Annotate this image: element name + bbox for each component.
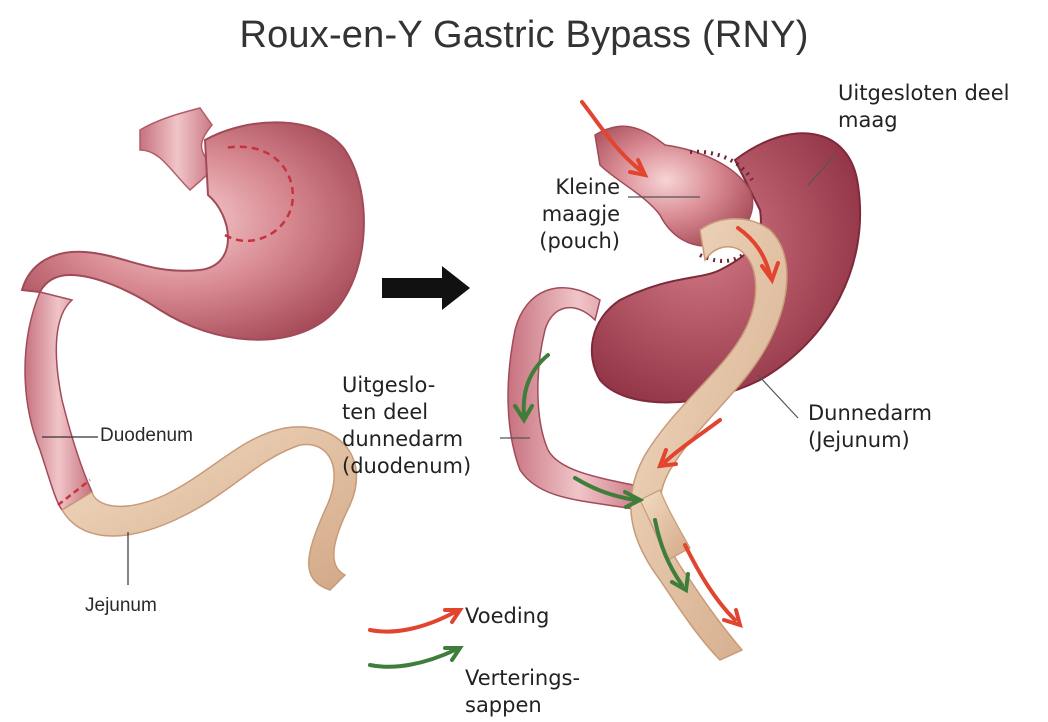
transition-arrow [382, 266, 470, 310]
excluded-stomach-label: Uitgesloten deel maag [838, 80, 1009, 134]
normal-anatomy [22, 108, 364, 590]
legend-digestive-arrow [370, 650, 455, 667]
duodenum-label: Duodenum [100, 425, 193, 447]
legend-food-label: Voeding [465, 603, 549, 630]
jejunum [62, 427, 356, 590]
excluded-duodenum-label: Uitgeslo- ten deel dunnedarm (duodenum) [342, 372, 471, 480]
jejunum-leader-right [758, 375, 798, 418]
legend-digestive-label: Verterings- sappen [465, 665, 580, 719]
jejunum-label: Jejunum [85, 595, 157, 617]
pouch-label: Kleine maagje (pouch) [510, 174, 620, 255]
esophagus [140, 108, 215, 190]
duodenum [25, 292, 92, 510]
legend-food-arrow [370, 612, 455, 632]
legend-arrows [370, 610, 460, 667]
jejunum-label-right: Dunnedarm (Jejunum) [808, 400, 932, 454]
